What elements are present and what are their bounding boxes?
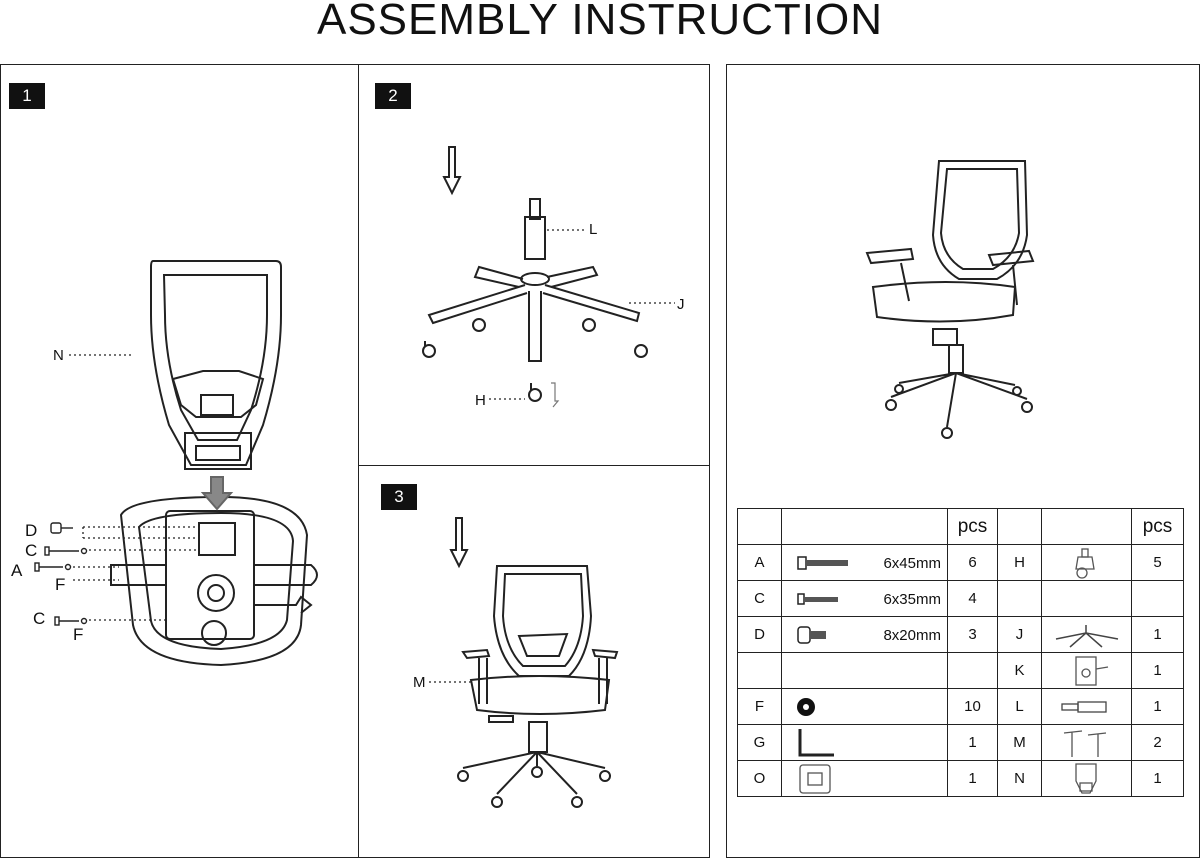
part-qty: 1 [1131,616,1184,653]
label-l: L [589,221,598,238]
label-f-bottom: F [73,625,84,644]
label-m: M [413,674,426,691]
table-row: C 6x35mm 4 [737,580,1184,617]
star-base-icon [1055,625,1119,648]
parts-table: pcs pcs A 6x45mm 6 H 5 C [737,508,1184,797]
table-row: D 8x20mm 3 J 1 [737,616,1184,653]
part-letter: C [737,580,782,617]
part-qty: 1 [1131,652,1184,689]
step-number-badge: 3 [381,484,417,510]
washer-icon [797,698,815,716]
label-c-top: C [25,541,38,560]
label-c-bottom: C [33,609,46,628]
part-qty: 1 [1131,688,1184,725]
part-letter: M [997,724,1042,761]
part-letter: N [997,760,1042,797]
step-3-illustration [429,517,619,808]
part-qty: 6 [947,544,998,581]
long-bolt-icon [797,556,848,570]
armrest-icon [1063,730,1107,757]
part-qty: 1 [947,760,998,797]
label-a: A [11,561,23,580]
label-f-top: F [55,575,66,594]
pcs-header-right: pcs [1131,508,1184,545]
label-j: J [677,296,685,313]
caster-icon [1075,548,1095,579]
part-qty: 2 [1131,724,1184,761]
part-qty [1131,580,1184,617]
table-row: O 1 N 1 [737,760,1184,797]
part-letter: F [737,688,782,725]
part-size: 6x35mm [883,591,941,608]
step-2-illustration [422,146,675,408]
step-2-panel: 2 L J H [358,64,710,466]
short-bolt-icon [797,626,826,644]
part-letter: L [997,688,1042,725]
part-letter: D [737,616,782,653]
part-letter: A [737,544,782,581]
step-3-panel: 3 M [358,465,710,858]
part-letter: O [737,760,782,797]
part-qty: 4 [947,580,998,617]
part-letter: G [737,724,782,761]
bracket-icon [799,764,831,794]
table-row: G 1 M 2 [737,724,1184,761]
part-size: 8x20mm [883,627,941,644]
step-1-illustration [34,260,318,667]
part-size: 6x45mm [883,555,941,572]
gas-cylinder-icon [1061,701,1107,713]
medium-bolt-icon [797,593,838,605]
part-letter [737,652,782,689]
part-letter: H [997,544,1042,581]
finished-chair-illustration [865,160,1035,439]
part-qty: 1 [1131,760,1184,797]
part-qty: 1 [947,724,998,761]
table-row: K 1 [737,652,1184,689]
label-h: H [475,392,486,409]
label-d: D [25,521,38,540]
step-1-panel: 1 [0,64,359,858]
mechanism-icon [1075,656,1109,686]
step-number-badge: 1 [9,83,45,109]
part-letter: K [997,652,1042,689]
page-title: ASSEMBLY INSTRUCTION [316,0,884,44]
part-letter: J [997,616,1042,653]
part-letter [997,580,1042,617]
table-row: F 10 L 1 [737,688,1184,725]
allen-key-icon [798,729,834,757]
label-n: N [53,347,64,364]
table-header-row: pcs pcs [737,508,1184,545]
part-qty: 3 [947,616,998,653]
backrest-icon [1075,763,1097,794]
step-number-badge: 2 [375,83,411,109]
part-qty: 5 [1131,544,1184,581]
part-qty [947,652,998,689]
table-row: A 6x45mm 6 H 5 [737,544,1184,581]
part-qty: 10 [947,688,998,725]
pcs-header-left: pcs [947,508,998,545]
